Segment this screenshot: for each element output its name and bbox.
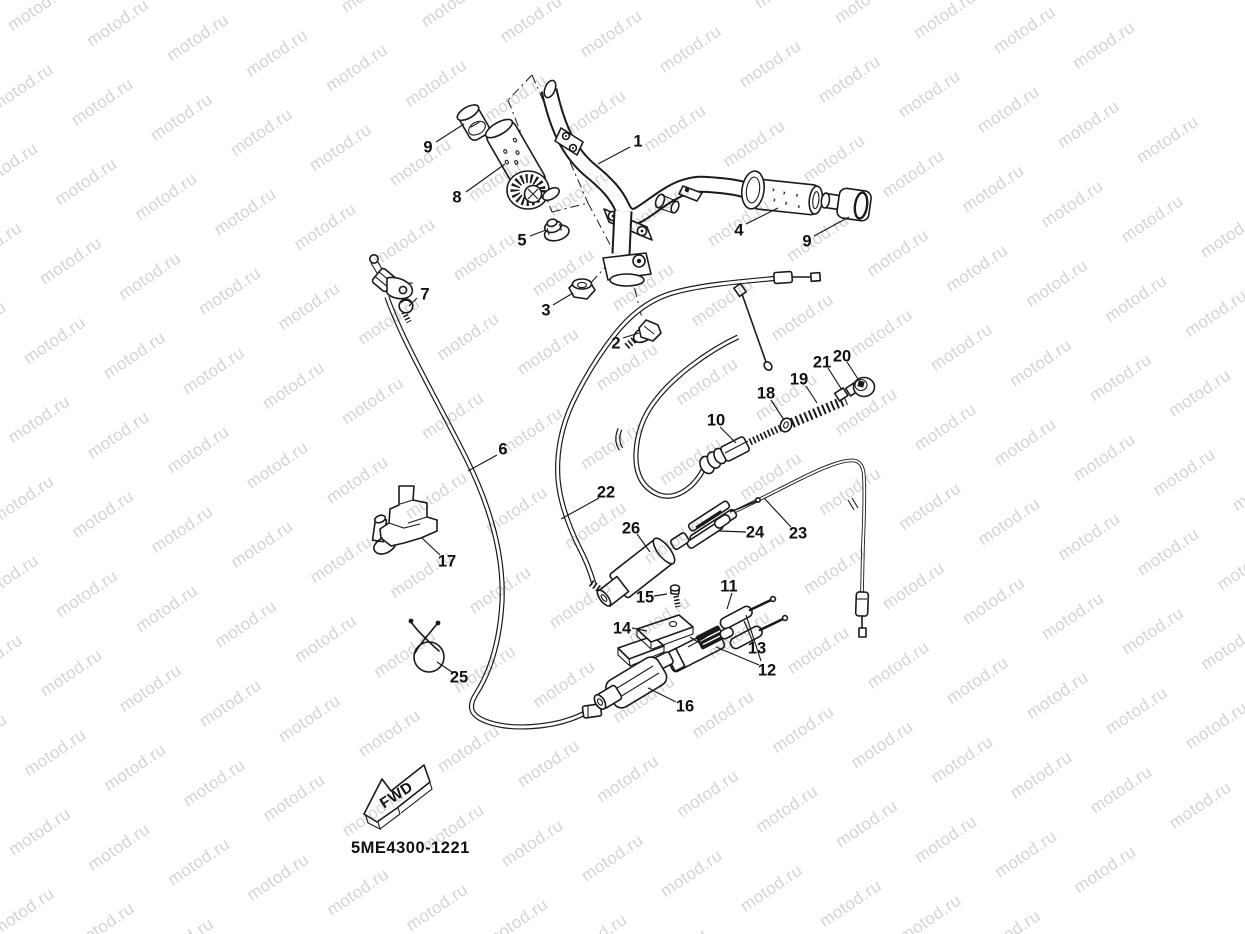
callout-2: 2	[611, 335, 620, 353]
screw-15	[669, 584, 681, 608]
callout-8-leader	[465, 163, 506, 193]
callout-22-leader	[560, 497, 600, 520]
handlebar	[540, 79, 752, 287]
callout-15-leader	[653, 593, 668, 597]
callout-16: 16	[676, 698, 694, 716]
callout-5: 5	[517, 232, 526, 250]
cable-23	[726, 458, 870, 638]
callout-19: 19	[790, 371, 808, 389]
callout-18-leader	[770, 399, 785, 421]
fwd-arrow: FWD	[363, 764, 433, 831]
callout-26-leader	[636, 533, 651, 553]
callout-12-leader	[745, 614, 762, 662]
callout-25-leader	[436, 661, 453, 673]
right-grip	[740, 170, 824, 216]
callout-9: 9	[802, 233, 811, 251]
callout-12-leader	[715, 646, 760, 666]
switch-tab	[678, 185, 703, 202]
steering-stem-clamp	[602, 210, 652, 287]
cable-tie-25	[408, 618, 445, 673]
bolt-2	[623, 319, 662, 350]
callout-3-leader	[552, 292, 574, 306]
callout-9: 9	[423, 139, 432, 157]
bar-end-right	[820, 187, 872, 222]
callout-20: 20	[833, 348, 851, 366]
callout-5-leader	[529, 229, 547, 237]
pins-11-13	[719, 595, 789, 650]
throttle-grip-tube	[484, 118, 560, 210]
callout-11: 11	[720, 578, 737, 596]
cap-nut-20	[852, 376, 876, 398]
callout-12: 12	[758, 662, 776, 680]
callout-9-leader	[435, 123, 465, 143]
callout-13-leader	[743, 620, 754, 643]
callout-21-leader	[827, 367, 843, 391]
washer-18	[779, 417, 793, 433]
connector-24	[669, 496, 761, 551]
callout-22: 22	[597, 484, 615, 502]
screw-7	[398, 298, 414, 324]
callout-20-leader	[846, 361, 859, 380]
callout-23-leader	[763, 497, 792, 528]
nut-3	[568, 278, 596, 300]
callout-15: 15	[636, 589, 654, 607]
plate-14	[617, 614, 694, 668]
callout-10: 10	[707, 412, 725, 430]
callout-25: 25	[450, 669, 468, 687]
callout-11-leader	[726, 592, 733, 610]
callout-23: 23	[789, 525, 807, 543]
callout-14-leader	[631, 627, 648, 632]
callout-1: 1	[633, 133, 642, 151]
bar-end-left	[456, 104, 491, 141]
callout-10-leader	[719, 426, 737, 444]
bracket-17	[371, 485, 438, 555]
callout-24-leader	[718, 530, 747, 533]
callout-1-leader	[597, 146, 631, 165]
grip-cap-5	[543, 218, 570, 242]
callout-21: 21	[813, 354, 831, 372]
spring-19	[790, 395, 848, 428]
callout-7-leader	[408, 297, 418, 307]
cable-10-assembly	[615, 334, 876, 499]
starter-plunger-26	[588, 537, 676, 608]
cable-6	[384, 296, 603, 730]
callout-9-leader	[813, 216, 850, 237]
cable-22	[555, 270, 822, 585]
boot-16	[593, 656, 668, 711]
callout-19-leader	[805, 385, 818, 404]
callout-26: 26	[622, 520, 640, 538]
choke-lever-head	[368, 254, 414, 300]
callout-17: 17	[438, 553, 456, 571]
drawing-number: 5ME4300-1221	[351, 839, 470, 857]
callout-3: 3	[541, 302, 550, 320]
callout-2-leader	[622, 332, 640, 339]
callout-16-leader	[647, 687, 677, 703]
callout-14: 14	[613, 620, 632, 638]
lever-clamp-plate	[554, 127, 584, 156]
callout-6: 6	[498, 441, 507, 459]
callout-6-leader	[467, 454, 498, 472]
callout-8: 8	[452, 189, 461, 207]
callout-4-leader	[745, 207, 779, 225]
callout-17-leader	[421, 537, 441, 556]
cable-guide-knob	[654, 193, 680, 214]
callout-24: 24	[746, 524, 765, 542]
callout-layer: 9185497326221018192120262423171514111312…	[408, 123, 859, 716]
callout-7: 7	[420, 286, 429, 304]
callout-4: 4	[734, 222, 744, 240]
callout-18: 18	[757, 385, 775, 403]
